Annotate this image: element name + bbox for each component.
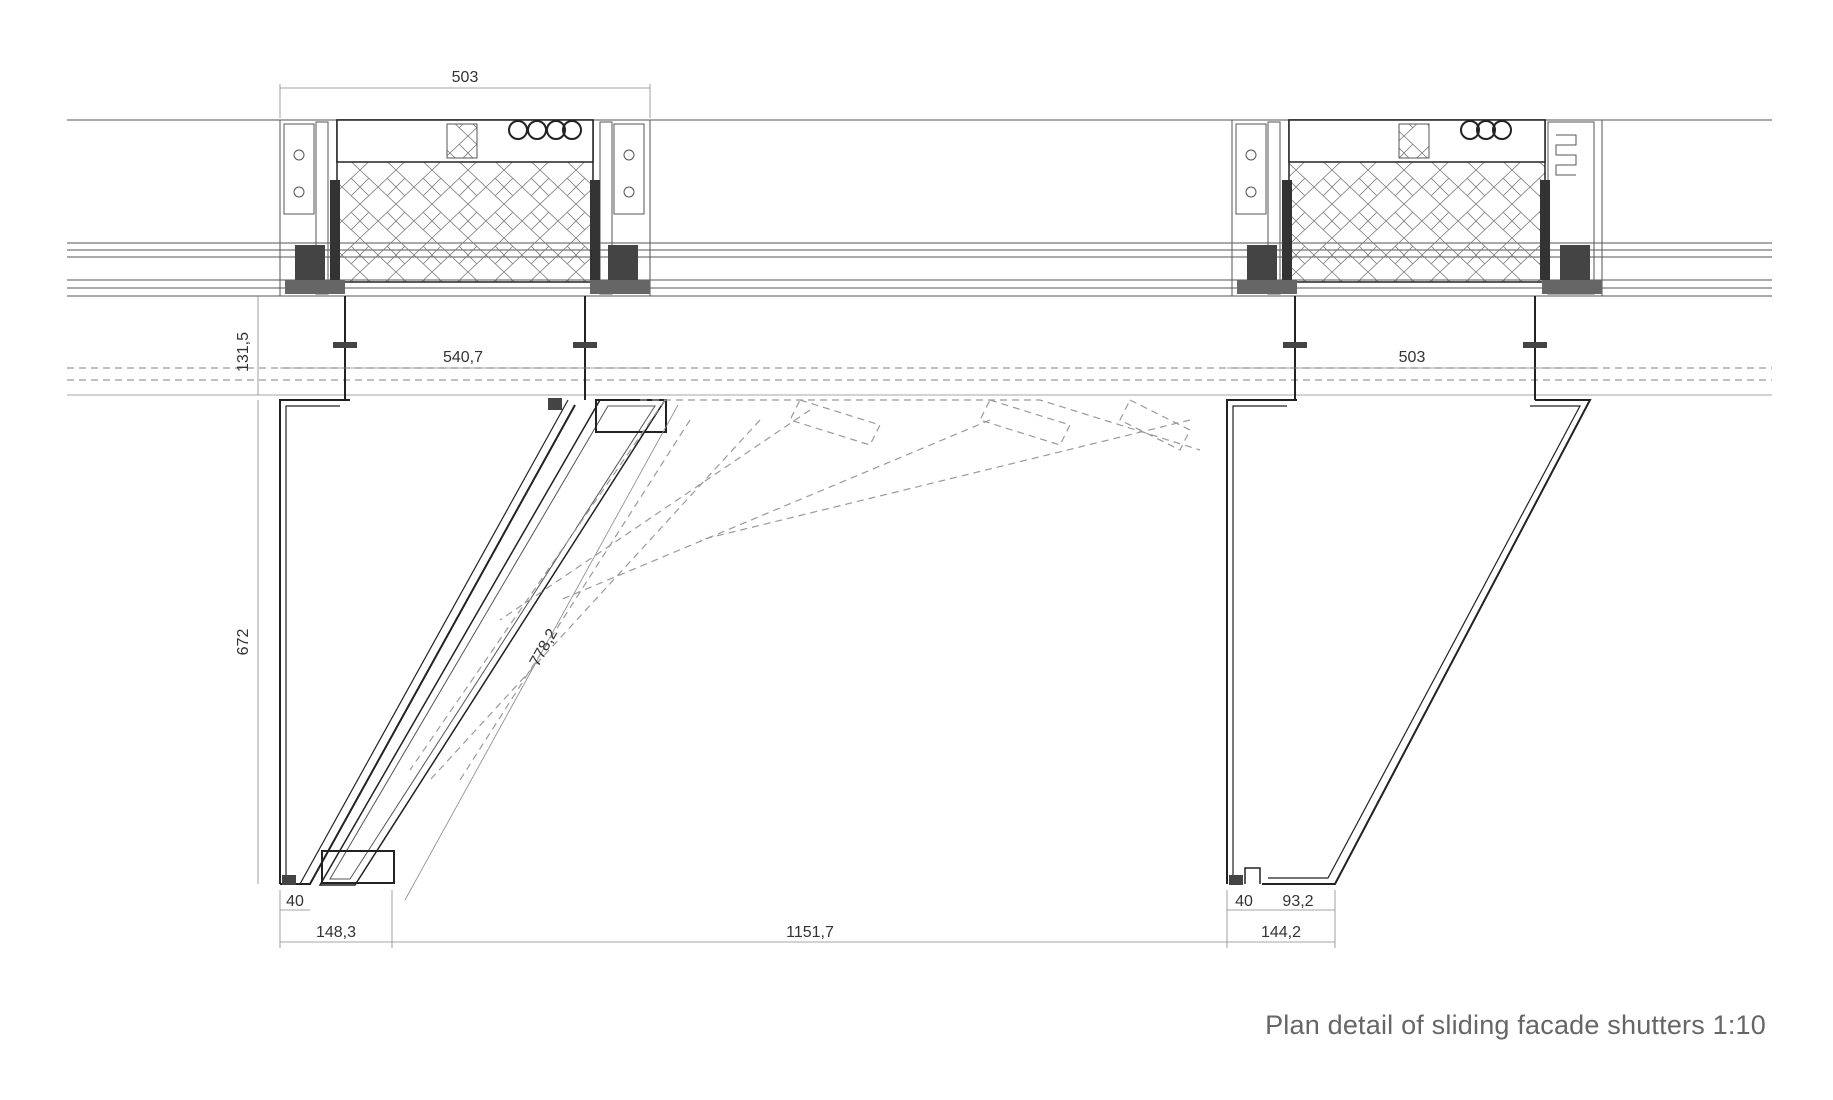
right-shutter: [1226, 399, 1592, 885]
dim-shutter-span: 540,7: [443, 349, 483, 366]
dim-panel-diagonal: 778,2: [527, 626, 561, 669]
dim-right-frame: 40: [1235, 893, 1253, 910]
dim-offset-depth: 131,5: [235, 332, 252, 372]
ghost-positions: [409, 399, 1201, 781]
dimension-lines: [257, 84, 1597, 948]
dim-right-inner: 93,2: [1282, 893, 1313, 910]
rail-dashed-line: [67, 367, 1772, 381]
dim-right-offset: 144,2: [1261, 924, 1301, 941]
dim-right-module-width: 503: [1399, 349, 1426, 366]
right-module: [1231, 119, 1603, 400]
dim-left-frame: 40: [286, 893, 304, 910]
dim-left-module-width: 503: [452, 69, 479, 86]
dim-left-offset: 148,3: [316, 924, 356, 941]
left-shutter: [279, 398, 576, 885]
left-sliding-panel: [318, 399, 679, 901]
drawing-caption: Plan detail of sliding facade shutters 1…: [1265, 1010, 1766, 1040]
left-module: [279, 119, 651, 400]
dim-gap: 1151,7: [786, 924, 834, 941]
dim-shutter-depth: 672: [235, 629, 252, 656]
